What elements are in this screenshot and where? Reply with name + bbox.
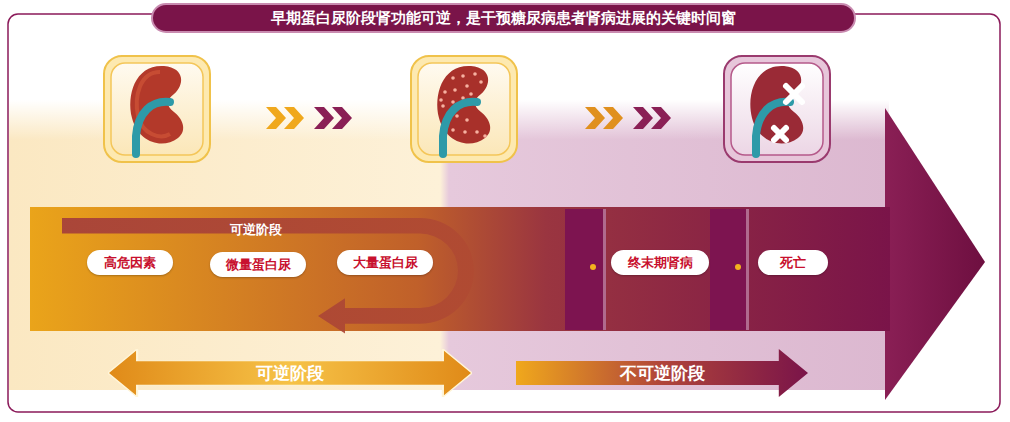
reversible-double-arrow: 可逆阶段 [108,349,472,397]
stage-pill: 微量蛋白尿 [210,252,306,277]
node-text: 大量蛋白尿 [353,254,418,272]
irreversible-arrow: 不可逆阶段 [516,349,808,397]
node-text: 不可逆阶段 [620,362,705,385]
stage-pill: 高危因素 [87,250,173,275]
title-banner: 早期蛋白尿阶段肾功能可逆，是干预糖尿病患者肾病进展的关键时间窗 [151,3,856,33]
stage-pill: 终末期肾病 [611,250,709,275]
title-text: 早期蛋白尿阶段肾功能可逆，是干预糖尿病患者肾病进展的关键时间窗 [271,9,736,28]
node-text: 终末期肾病 [628,254,693,272]
stage-pill: 大量蛋白尿 [337,250,433,275]
node-text: 高危因素 [104,254,156,272]
stage-pill: 死亡 [758,250,828,275]
node-text: 死亡 [780,254,806,272]
band-label: 可逆阶段 [230,221,282,239]
node-text: 可逆阶段 [256,362,324,385]
node-text: 微量蛋白尿 [226,256,291,274]
